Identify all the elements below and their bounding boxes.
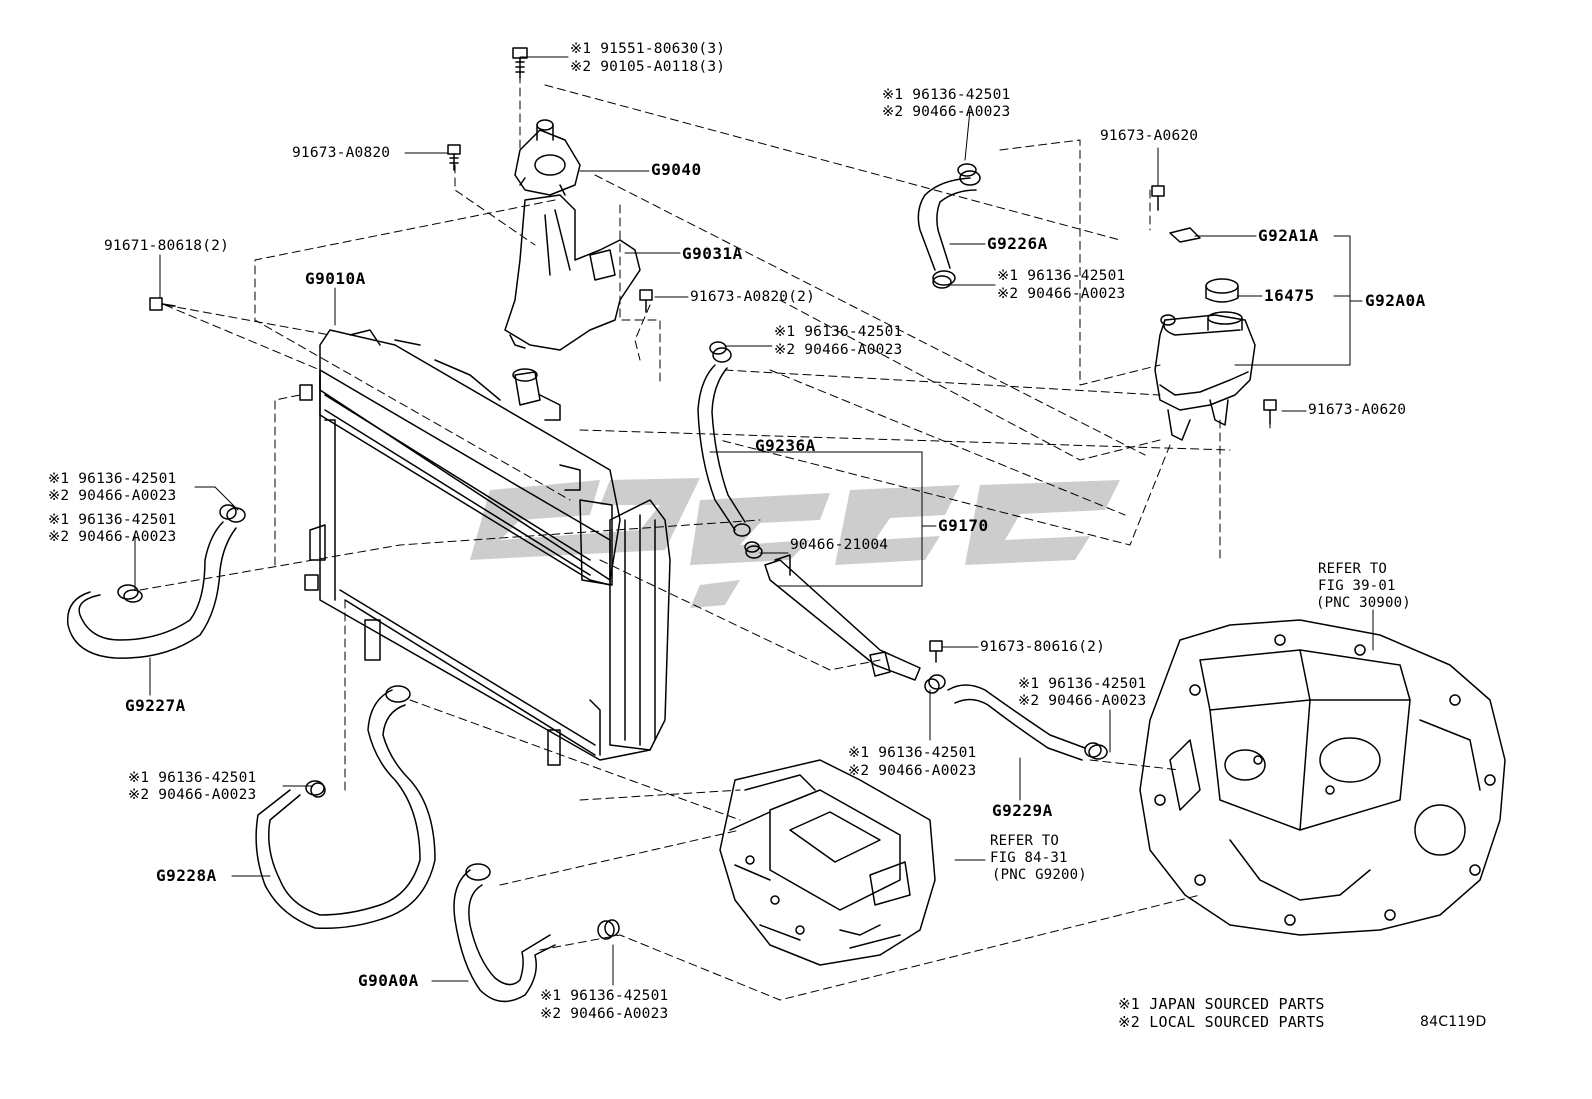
label-clamp-left-1a: ※1 96136-42501 (48, 471, 177, 487)
footnote-japan: ※1 JAPAN SOURCED PARTS (1118, 995, 1325, 1013)
label-90466-21004: 90466-21004 (790, 537, 889, 553)
label-g92a1a[interactable]: G92A1A (1258, 226, 1319, 245)
bolt-91673-a0820-2 (640, 290, 652, 312)
label-clamp-g9229-right-1: ※1 96136-42501 (1018, 676, 1147, 692)
label-91673-80616: 91673-80616(2) (980, 639, 1106, 655)
transaxle-assembly (1140, 620, 1505, 935)
label-clamp-g9226-bot-2: ※2 90466-A0023 (997, 286, 1126, 302)
label-g9226a[interactable]: G9226A (987, 234, 1048, 253)
reservoir-cap-16475 (1206, 279, 1238, 302)
label-g9236a[interactable]: G9236A (755, 436, 816, 455)
label-g92a0a[interactable]: G92A0A (1365, 291, 1426, 310)
bolt-91671 (150, 298, 175, 310)
hose-g9227a (68, 508, 245, 658)
label-clamp-g90a0-2: ※2 90466-A0023 (540, 1006, 669, 1022)
label-16475[interactable]: 16475 (1264, 286, 1315, 305)
label-top-bolt-1: ※1 91551-80630(3) (570, 41, 726, 57)
label-91671-80618: 91671-80618(2) (104, 238, 230, 254)
reservoir-tank (1155, 312, 1255, 440)
dashed-assembly-lines (139, 74, 1271, 1001)
label-g9229a[interactable]: G9229A (992, 801, 1053, 820)
bolt-91673-80616 (930, 641, 942, 662)
label-clamp-left-1b: ※2 90466-A0023 (48, 488, 177, 504)
label-clamp-g9229-right-2: ※2 90466-A0023 (1018, 693, 1147, 709)
footnote-local: ※2 LOCAL SOURCED PARTS (1118, 1013, 1325, 1031)
label-top-bolt-2: ※2 90105-A0118(3) (570, 59, 726, 75)
label-91673-a0620-side: 91673-A0620 (1308, 402, 1407, 418)
label-refer-inverter-3: (PNC G9200) (992, 867, 1087, 883)
label-refer-inverter-1: REFER TO (990, 833, 1060, 849)
water-pump (515, 120, 580, 195)
label-clamp-g9236-1: ※1 96136-42501 (774, 324, 903, 340)
hose-g9236a (698, 348, 762, 558)
label-clamp-g9226-bot-1: ※1 96136-42501 (997, 268, 1126, 284)
label-clamp-g9236-2: ※2 90466-A0023 (774, 342, 903, 358)
label-g9227a[interactable]: G9227A (125, 696, 186, 715)
label-refer-trans-3: (PNC 30900) (1316, 595, 1411, 611)
pump-bracket (505, 195, 640, 350)
label-g90a0a[interactable]: G90A0A (358, 971, 419, 990)
bolt-top (513, 48, 527, 78)
label-clamp-g9228-1: ※1 96136-42501 (128, 770, 257, 786)
hose-g9228a (256, 686, 435, 928)
hose-g9226a (918, 171, 980, 285)
leader-lines (134, 56, 1374, 986)
label-refer-inverter-2[interactable]: FIG 84-31 (990, 850, 1068, 866)
label-91673-a0820: 91673-A0820 (292, 145, 391, 161)
label-clamp-g9229-left-1: ※1 96136-42501 (848, 745, 977, 761)
label-clamp-g9229-left-2: ※2 90466-A0023 (848, 763, 977, 779)
label-91673-a0820-2: 91673-A0820(2) (690, 289, 816, 305)
label-clamp-left-2b: ※2 90466-A0023 (48, 529, 177, 545)
inverter-assembly (720, 760, 935, 965)
label-refer-trans-1: REFER TO (1318, 561, 1388, 577)
pipe-g9170 (765, 555, 920, 680)
label-plate-g92a1a (1170, 228, 1200, 242)
figure-code: 84C119D (1420, 1014, 1487, 1030)
label-91673-a0620-top: 91673-A0620 (1100, 128, 1199, 144)
label-clamp-g9226-top-2: ※2 90466-A0023 (882, 104, 1011, 120)
bolt-91673-a0820 (448, 145, 460, 170)
label-g9031a[interactable]: G9031A (682, 244, 743, 263)
label-g9040[interactable]: G9040 (651, 160, 702, 179)
label-clamp-g9228-2: ※2 90466-A0023 (128, 787, 257, 803)
label-refer-trans-2[interactable]: FIG 39-01 (1318, 578, 1396, 594)
label-g9228a[interactable]: G9228A (156, 866, 217, 885)
watermark-logo (470, 478, 1120, 608)
label-clamp-g90a0-1: ※1 96136-42501 (540, 988, 669, 1004)
label-clamp-g9226-top-1: ※1 96136-42501 (882, 87, 1011, 103)
label-clamp-left-2a: ※1 96136-42501 (48, 512, 177, 528)
bolt-91673-a0620-top (1152, 186, 1164, 210)
label-g9010a[interactable]: G9010A (305, 269, 366, 288)
clamp-small (124, 164, 1101, 936)
radiator-assembly (300, 330, 670, 765)
hose-g9229a (929, 675, 1107, 760)
label-g9170[interactable]: G9170 (938, 516, 989, 535)
hose-g90a0a (454, 864, 614, 1001)
bolt-91673-a0620-side (1264, 400, 1276, 424)
